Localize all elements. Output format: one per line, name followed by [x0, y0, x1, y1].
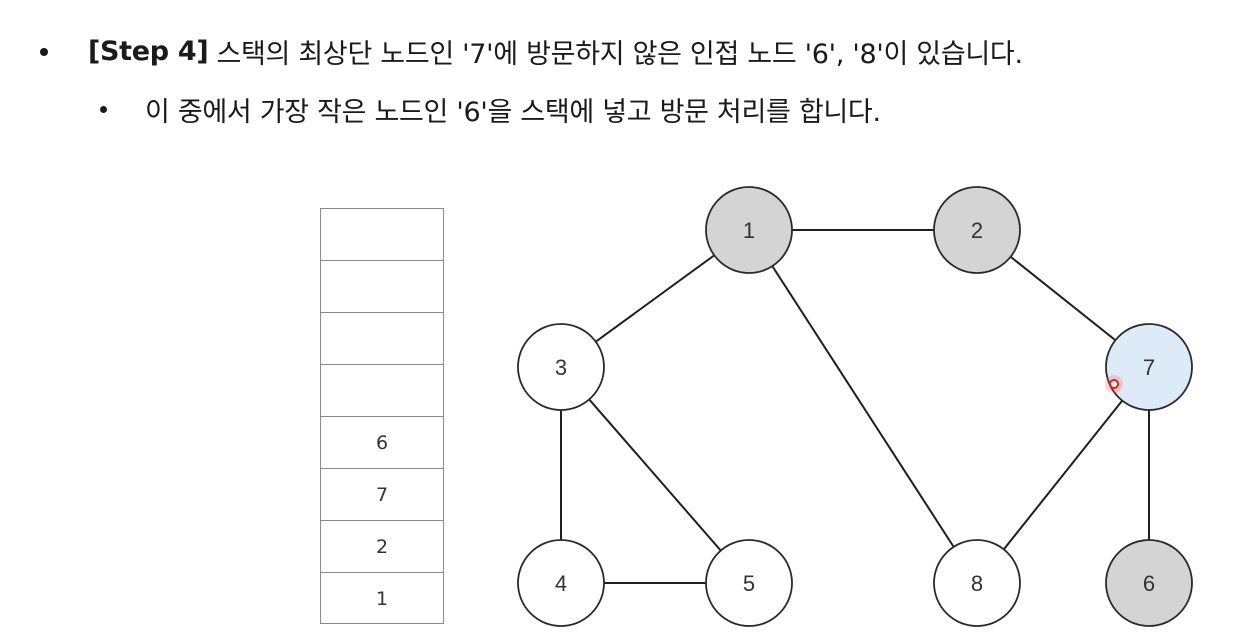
graph-node-circle	[933, 186, 1021, 274]
graph-node-7: 7	[1105, 323, 1193, 411]
graph-node-circle	[517, 539, 605, 627]
step-label: [Step 4]	[88, 36, 209, 67]
stack-cell	[321, 365, 443, 417]
stack-cell: 2	[321, 521, 443, 573]
graph-node-label: 4	[555, 571, 567, 596]
stack-cell: 6	[321, 417, 443, 469]
instruction-text-2: 이 중에서 가장 작은 노드인 '6'을 스택에 넣고 방문 처리를 합니다.	[145, 97, 881, 128]
graph-node-label: 2	[971, 218, 983, 243]
instruction-line-2: 이 중에서 가장 작은 노드인 '6'을 스택에 넣고 방문 처리를 합니다.	[100, 90, 881, 129]
graph-node-circle	[1105, 539, 1193, 627]
graph-node-circle	[517, 323, 605, 411]
graph-node-8: 8	[933, 539, 1021, 627]
bullet-dot	[100, 106, 107, 113]
graph-node-6: 6	[1105, 539, 1193, 627]
stack-cell	[321, 261, 443, 313]
graph-node-label: 6	[1143, 571, 1155, 596]
stack-cell: 7	[321, 469, 443, 521]
graph-node-circle	[933, 539, 1021, 627]
graph-node-label: 3	[555, 355, 567, 380]
graph-node-label: 1	[743, 218, 755, 243]
graph-node-circle	[1105, 323, 1193, 411]
graph-edge-1-8	[748, 229, 978, 584]
graph-node-4: 4	[517, 539, 605, 627]
graph-node-label: 5	[743, 571, 755, 596]
graph-edge-3-5	[560, 366, 750, 584]
graph-node-1: 1	[705, 186, 793, 274]
graph-edge-7-8	[976, 366, 1150, 584]
cursor-pointer-icon	[1109, 379, 1119, 389]
graph-node-2: 2	[933, 186, 1021, 274]
stack-diagram: 6 7 2 1	[320, 208, 444, 624]
stack-cell: 1	[375, 588, 389, 610]
graph-node-5: 5	[705, 539, 793, 627]
instruction-text-1: 스택의 최상단 노드인 '7'에 방문하지 않은 인접 노드 '6', '8'이…	[216, 39, 1023, 70]
stack-cell	[321, 209, 443, 261]
graph-node-label: 8	[971, 571, 983, 596]
graph-node-circle	[705, 186, 793, 274]
bullet-dot	[40, 47, 48, 56]
graph-node-label: 7	[1143, 355, 1155, 380]
graph-node-circle	[705, 539, 793, 627]
graph-node-3: 3	[517, 323, 605, 411]
stack-cell	[321, 313, 443, 365]
instruction-line-1: [Step 4] 스택의 최상단 노드인 '7'에 방문하지 않은 인접 노드 …	[40, 32, 1023, 71]
